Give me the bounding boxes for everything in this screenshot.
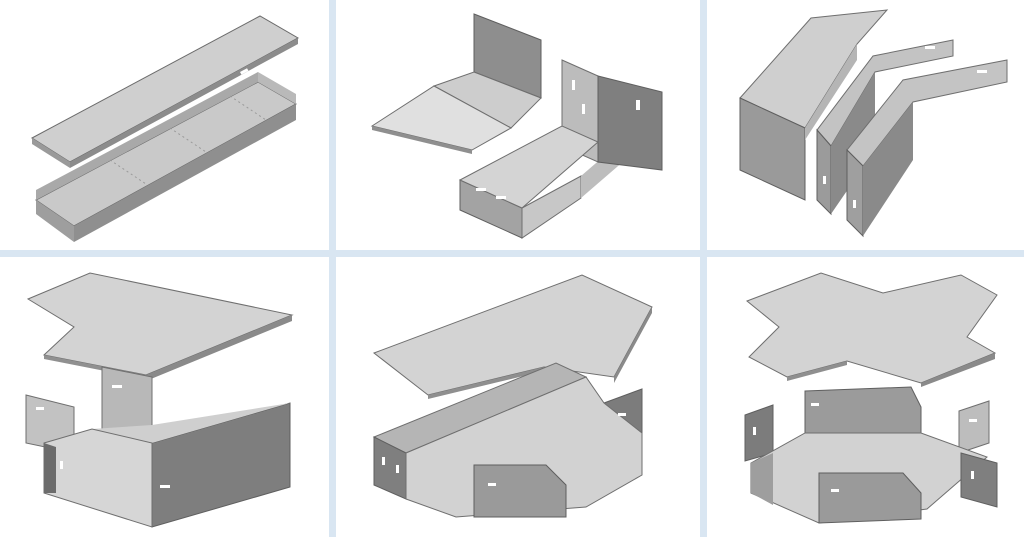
panel-straight-tray	[0, 0, 329, 250]
panel-90-elbow	[0, 257, 329, 537]
vertical-bend-illustration	[370, 13, 663, 239]
90-elbow-illustration	[25, 272, 294, 528]
panel-tee	[336, 257, 700, 537]
tee-illustration	[372, 274, 653, 518]
panel-vertical-bend	[336, 0, 700, 250]
45-bend-illustration	[739, 9, 1008, 238]
straight-tray-illustration	[31, 15, 300, 242]
panel-cross	[707, 257, 1024, 537]
panel-45-bend	[707, 0, 1024, 250]
cross-illustration	[744, 272, 998, 524]
